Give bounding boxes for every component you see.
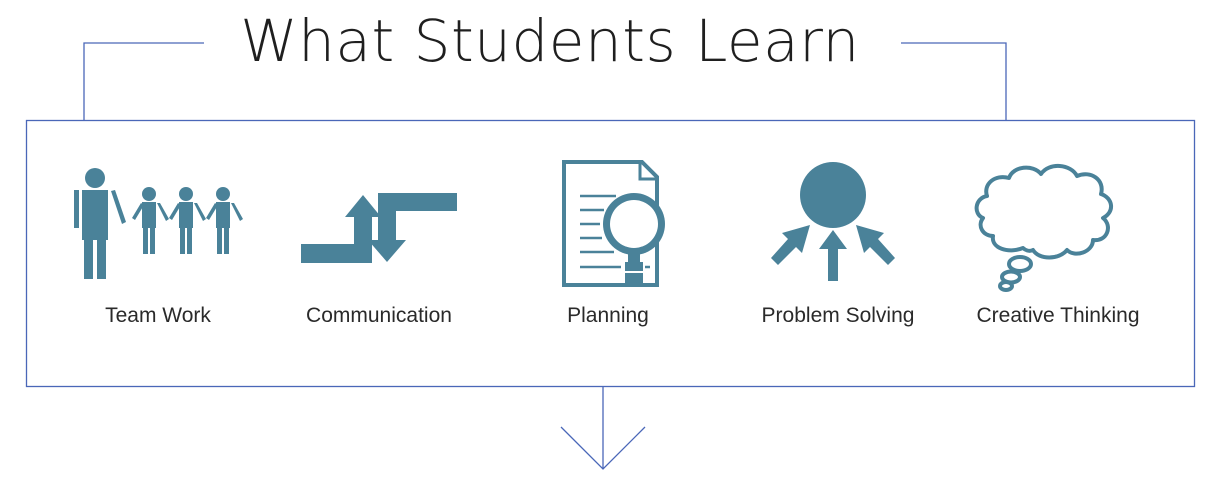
problem-solving-icon <box>771 162 895 281</box>
skill-problem-solving: Problem Solving <box>733 150 943 340</box>
skill-planning: Planning <box>503 150 713 340</box>
title-bracket-right <box>901 42 1007 120</box>
planning-icon <box>562 160 665 287</box>
skill-creative-thinking: Creative Thinking <box>953 150 1163 340</box>
title-bracket-left <box>83 42 204 120</box>
skill-label: Problem Solving <box>761 304 915 327</box>
skill-label: Team Work <box>105 304 211 327</box>
thought-bubble-icon <box>974 164 1113 292</box>
skill-communication: Communication <box>274 150 484 340</box>
team-icon <box>74 168 243 279</box>
skill-team-work: Team Work <box>53 150 263 340</box>
skill-label: Communication <box>306 304 452 327</box>
skill-label: Planning <box>567 304 649 327</box>
skill-label: Creative Thinking <box>976 304 1140 327</box>
communication-icon <box>301 193 457 263</box>
page-title: What Students Learn <box>240 7 860 75</box>
skills-box <box>25 119 1196 388</box>
down-arrow-head <box>560 426 646 470</box>
